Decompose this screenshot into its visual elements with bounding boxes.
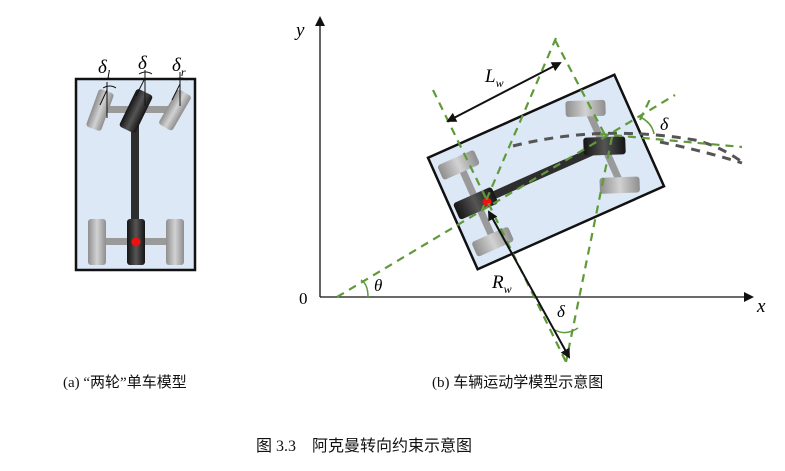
- rear-center-wheel-b: [453, 187, 498, 220]
- delta-top-label: δ: [660, 114, 669, 134]
- theta-arc: [360, 279, 369, 298]
- subfig-a: δl δ δr: [74, 53, 197, 272]
- front-path-arc: [512, 131, 743, 164]
- steer-angle-guides-a: [99, 70, 188, 118]
- chassis-spine-a: [131, 118, 139, 228]
- rear-right-wheel-a: [166, 219, 184, 265]
- front-path-arc-2: [659, 140, 743, 165]
- y-axis-label: y: [294, 20, 305, 41]
- chassis-spine-b: [480, 144, 601, 205]
- rear-top-wheel-b: [438, 150, 480, 180]
- figure-caption: 图 3.3 阿克曼转向约束示意图: [256, 438, 473, 455]
- delta-top-arc: [637, 115, 655, 135]
- subfig-a-caption: (a) “两轮”单车模型: [63, 375, 187, 391]
- turning-radius-label: Rw: [491, 272, 512, 296]
- delta-bottom-label: δ: [557, 302, 566, 321]
- label-delta-l: δl: [98, 57, 111, 81]
- front-bottom-wheel-b: [599, 176, 640, 194]
- origin-label: 0: [299, 289, 308, 308]
- label-delta: δ: [138, 53, 148, 74]
- label-delta-r: δr: [172, 55, 186, 79]
- wheelbase-label: Lw: [484, 66, 504, 90]
- turning-radius-arrow: [488, 210, 570, 359]
- front-right-wheel-a: [159, 89, 191, 131]
- front-center-wheel-b: [583, 136, 626, 156]
- theta-label: θ: [374, 276, 382, 295]
- front-top-wheel-b: [565, 99, 606, 118]
- x-axis-label: x: [756, 296, 766, 317]
- front-center-wheel-a: [119, 89, 153, 133]
- delta-bottom-arc: [554, 327, 579, 334]
- rear-left-wheel-a: [88, 219, 106, 265]
- subfig-b-caption: (b) 车辆运动学模型示意图: [432, 375, 604, 391]
- wheelbase-arrow: [446, 62, 562, 122]
- rear-center-point-a: [131, 237, 141, 247]
- subfig-b: y x 0: [294, 16, 766, 363]
